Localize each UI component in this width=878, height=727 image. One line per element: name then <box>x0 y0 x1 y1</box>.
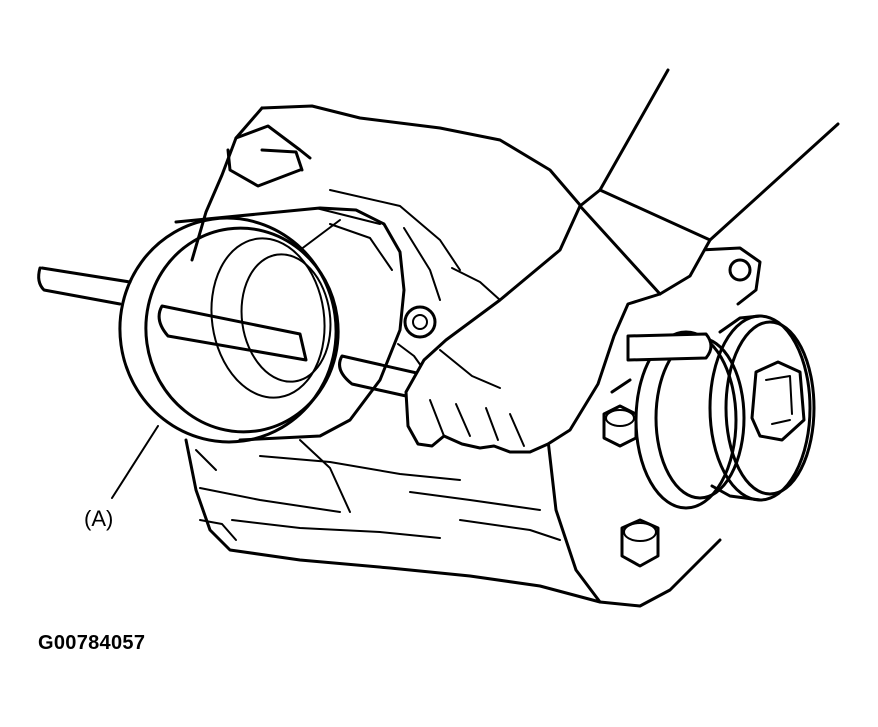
bolt-lower <box>620 518 660 568</box>
tool-bar <box>37 266 713 406</box>
special-tool-cylinder <box>118 206 406 444</box>
differential-housing <box>184 104 602 604</box>
leader-line <box>111 425 159 499</box>
figure-id: G00784057 <box>38 632 146 654</box>
hand <box>404 68 840 454</box>
callout-label-a: (A) <box>84 506 114 531</box>
bolt-upper <box>602 404 638 448</box>
bolt-side <box>397 305 437 371</box>
